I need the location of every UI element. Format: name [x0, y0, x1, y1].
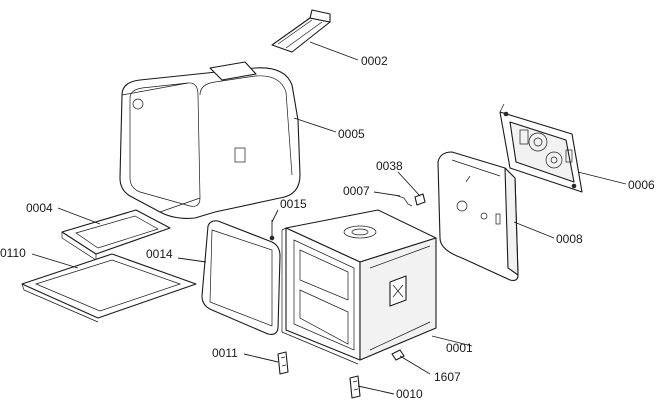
part-0002-top-bracket	[271, 9, 331, 53]
callout-0004: 0004	[26, 201, 53, 215]
callout-0010: 0010	[396, 387, 423, 401]
leader-lines	[31, 41, 627, 395]
callout-0015: 0015	[280, 197, 307, 211]
leader-0010	[357, 385, 395, 395]
callout-1607: 1607	[434, 370, 461, 384]
part-0010-hinge	[349, 375, 361, 399]
leader-0014	[177, 257, 207, 263]
leader-0001	[431, 335, 473, 347]
part-0015-screw	[269, 220, 275, 241]
callout-0002: 0002	[361, 54, 388, 68]
part-0014-insulation-panel	[201, 220, 281, 335]
part-0006-rear-panel	[499, 103, 583, 193]
callout-0001: 0001	[446, 341, 473, 355]
callout-0014: 0014	[146, 247, 173, 261]
part-0005-outer-casing	[119, 61, 301, 219]
leader-0008	[513, 221, 555, 239]
callout-0011: 0011	[212, 346, 238, 360]
leader-0002	[309, 41, 359, 61]
leader-0007	[373, 191, 401, 197]
leader-0015	[271, 209, 279, 223]
callout-0005: 0005	[338, 127, 365, 141]
leader-0038	[397, 171, 421, 197]
callout-0038: 0038	[376, 159, 403, 173]
callout-0110: 0110	[0, 246, 26, 260]
leader-0011	[243, 353, 279, 363]
part-0001-oven-cavity	[281, 209, 437, 365]
part-0038-clip	[414, 193, 426, 206]
part-0007-spring-clip	[397, 195, 413, 207]
part-0004-door-frame	[61, 209, 171, 261]
callout-0006: 0006	[628, 178, 655, 192]
part-0011-hinge	[277, 351, 289, 375]
part-0110-glass-frame	[21, 253, 197, 323]
leader-0006	[577, 171, 627, 185]
callout-0007: 0007	[343, 184, 370, 198]
leader-0110	[31, 253, 79, 269]
part-1607-latch	[391, 349, 405, 361]
leader-1607	[399, 355, 431, 375]
part-0008-back-panel	[437, 151, 519, 281]
leader-0004	[57, 207, 101, 225]
callout-0008: 0008	[556, 232, 583, 246]
callout-labels: 0002 0005 0006 0038 0007 0008 0004 0015 …	[0, 54, 655, 401]
leader-0005	[293, 117, 337, 133]
